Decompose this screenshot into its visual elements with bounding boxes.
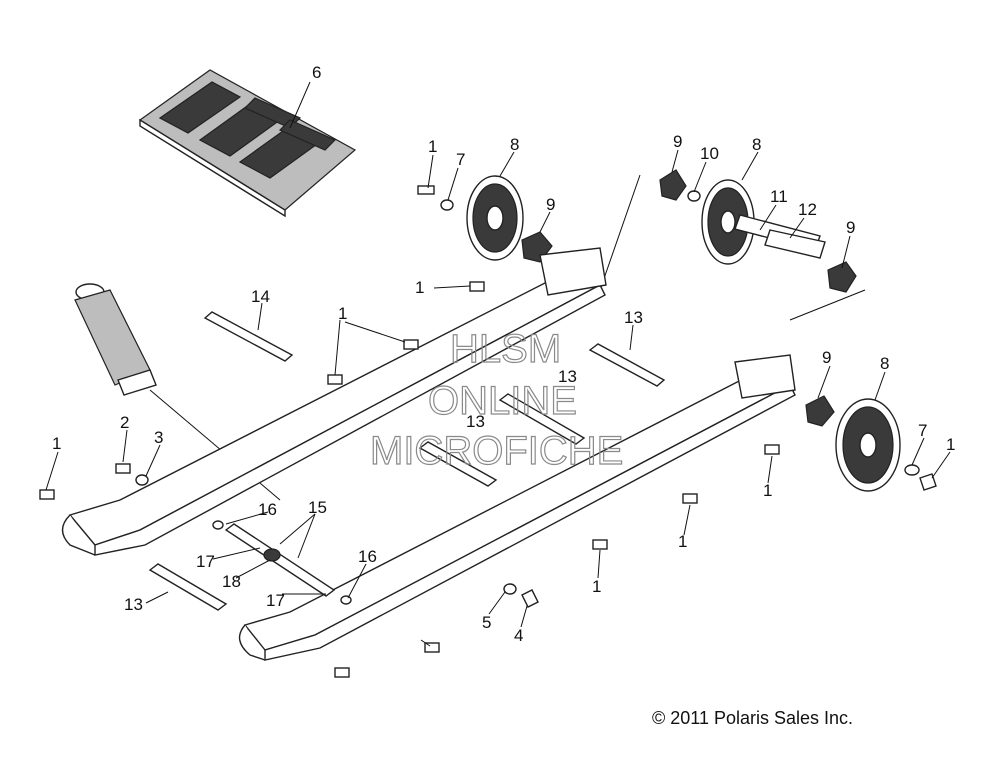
callout-8: 8 bbox=[510, 135, 519, 154]
callout-8: 8 bbox=[752, 135, 761, 154]
upper-right-idler-wheel bbox=[701, 179, 755, 265]
cross-shafts bbox=[148, 311, 666, 611]
callout-1: 1 bbox=[946, 435, 955, 454]
callout-1: 1 bbox=[338, 304, 347, 323]
callout-9: 9 bbox=[546, 195, 555, 214]
idler-axle bbox=[734, 214, 826, 259]
callout-9: 9 bbox=[673, 132, 682, 151]
callout-15: 15 bbox=[308, 498, 327, 517]
callout-17: 17 bbox=[266, 591, 285, 610]
callout-12: 12 bbox=[798, 200, 817, 219]
callout-13: 13 bbox=[466, 412, 485, 431]
callout-3: 3 bbox=[154, 428, 163, 447]
callout-14: 14 bbox=[251, 287, 270, 306]
callout-11: 11 bbox=[770, 187, 788, 206]
callout-7: 7 bbox=[456, 150, 465, 169]
watermark-line-3: MICROFICHE bbox=[370, 429, 623, 473]
callout-7: 7 bbox=[918, 421, 927, 440]
callout-6: 6 bbox=[312, 63, 321, 82]
callout-8: 8 bbox=[880, 354, 889, 373]
callout-9: 9 bbox=[822, 348, 831, 367]
watermark: HLSM ONLINE MICROFICHE bbox=[369, 326, 624, 473]
callout-labels: 6 1 7 8 9 9 10 8 11 12 9 1 14 1 13 13 13… bbox=[52, 63, 955, 645]
right-rail bbox=[238, 354, 796, 661]
leader-lines bbox=[45, 81, 951, 647]
upper-left-idler-wheel bbox=[466, 175, 524, 261]
callout-13: 13 bbox=[124, 595, 143, 614]
callout-1: 1 bbox=[763, 481, 772, 500]
fasteners bbox=[39, 281, 780, 678]
callout-4: 4 bbox=[514, 626, 523, 645]
callout-9: 9 bbox=[846, 218, 855, 237]
callout-5: 5 bbox=[482, 613, 491, 632]
left-rail bbox=[61, 247, 607, 556]
callout-13: 13 bbox=[624, 308, 643, 327]
upper-left-bolt bbox=[417, 185, 454, 211]
callout-1: 1 bbox=[428, 137, 437, 156]
callout-16: 16 bbox=[258, 500, 277, 519]
copyright-notice: © 2011 Polaris Sales Inc. bbox=[652, 708, 853, 728]
callout-17: 17 bbox=[196, 552, 215, 571]
callout-18: 18 bbox=[222, 572, 241, 591]
watermark-line-2: ONLINE bbox=[428, 379, 577, 423]
rear-right-idler-wheel bbox=[835, 398, 901, 492]
callout-10: 10 bbox=[700, 144, 719, 163]
callout-1: 1 bbox=[592, 577, 601, 596]
callout-13: 13 bbox=[558, 367, 577, 386]
callout-1: 1 bbox=[678, 532, 687, 551]
callout-1: 1 bbox=[415, 278, 424, 297]
watermark-line-1: HLSM bbox=[450, 327, 561, 371]
callout-1: 1 bbox=[52, 434, 61, 453]
callout-2: 2 bbox=[120, 413, 129, 432]
track-clip-assembly bbox=[138, 69, 357, 218]
shock-absorber bbox=[74, 283, 281, 501]
callout-16: 16 bbox=[358, 547, 377, 566]
